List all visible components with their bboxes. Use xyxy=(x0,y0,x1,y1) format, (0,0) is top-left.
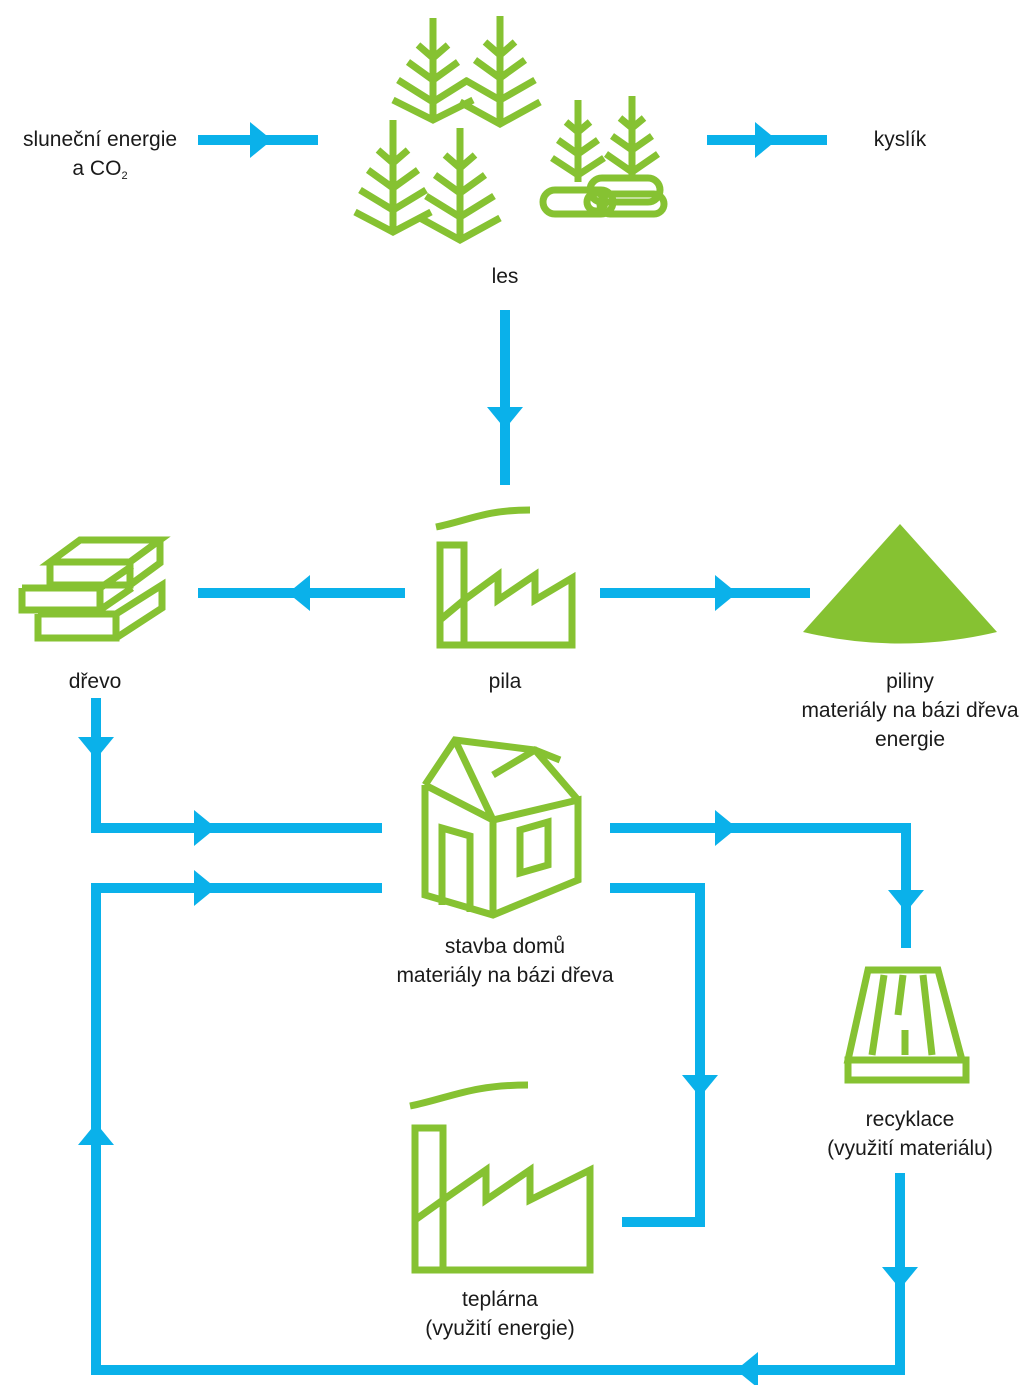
recycling-label-line2: (využití materiálu) xyxy=(827,1137,993,1160)
recycling-label-line1: recyklace xyxy=(865,1108,955,1131)
input-label-line1: sluneční energie xyxy=(22,128,178,151)
forest-label: les xyxy=(491,265,519,288)
input-label-line2: a CO2 xyxy=(6,154,194,191)
flow-construction-to-recycling xyxy=(610,810,924,948)
recycling-label: recyklace (využití materiálu) xyxy=(805,1105,1015,1163)
construction-label-line2: materiály na bázi dřeva xyxy=(396,964,614,987)
sawdust-label-line3: energie xyxy=(874,728,946,751)
flow-sawmill-to-sawdust xyxy=(600,575,810,611)
sawdust-label: piliny materiály na bázi dřeva energie xyxy=(790,667,1030,754)
construction-label-line1: stavba domů xyxy=(444,935,566,958)
flow-sun-to-forest xyxy=(198,122,318,158)
co2-subscript: 2 xyxy=(121,170,128,182)
house-icon xyxy=(421,736,582,919)
construction-label: stavba domů materiály na bázi dřeva xyxy=(375,932,635,990)
sawdust-pile-icon xyxy=(803,524,997,644)
sawdust-label-line1: piliny xyxy=(886,670,934,693)
flow-construction-to-heating-plant xyxy=(610,883,718,1227)
oxygen-label: kyslík xyxy=(873,128,927,151)
flow-forest-to-sawmill xyxy=(487,310,523,485)
sawmill-label: pila xyxy=(488,670,522,693)
forest-icon xyxy=(353,16,668,244)
wood-label: dřevo xyxy=(68,670,122,693)
flow-forest-to-oxygen xyxy=(707,122,827,158)
flow-return-to-construction xyxy=(78,870,918,1385)
heating-plant-icon xyxy=(409,1081,594,1274)
recycled-board-icon xyxy=(843,966,970,1084)
flow-wood-to-construction xyxy=(78,698,382,846)
input-label: sluneční energie a CO2 xyxy=(6,125,194,191)
sawdust-label-line2: materiály na bázi dřeva xyxy=(801,699,1019,722)
lumber-icon xyxy=(18,536,171,642)
heating-plant-label-line1: teplárna xyxy=(462,1288,538,1311)
co2-prefix: a CO xyxy=(72,157,122,180)
heating-plant-label-line2: (využití energie) xyxy=(425,1317,575,1340)
sawmill-icon xyxy=(435,506,576,649)
heating-plant-label: teplárna (využití energie) xyxy=(395,1285,605,1343)
flow-sawmill-to-wood xyxy=(198,575,405,611)
